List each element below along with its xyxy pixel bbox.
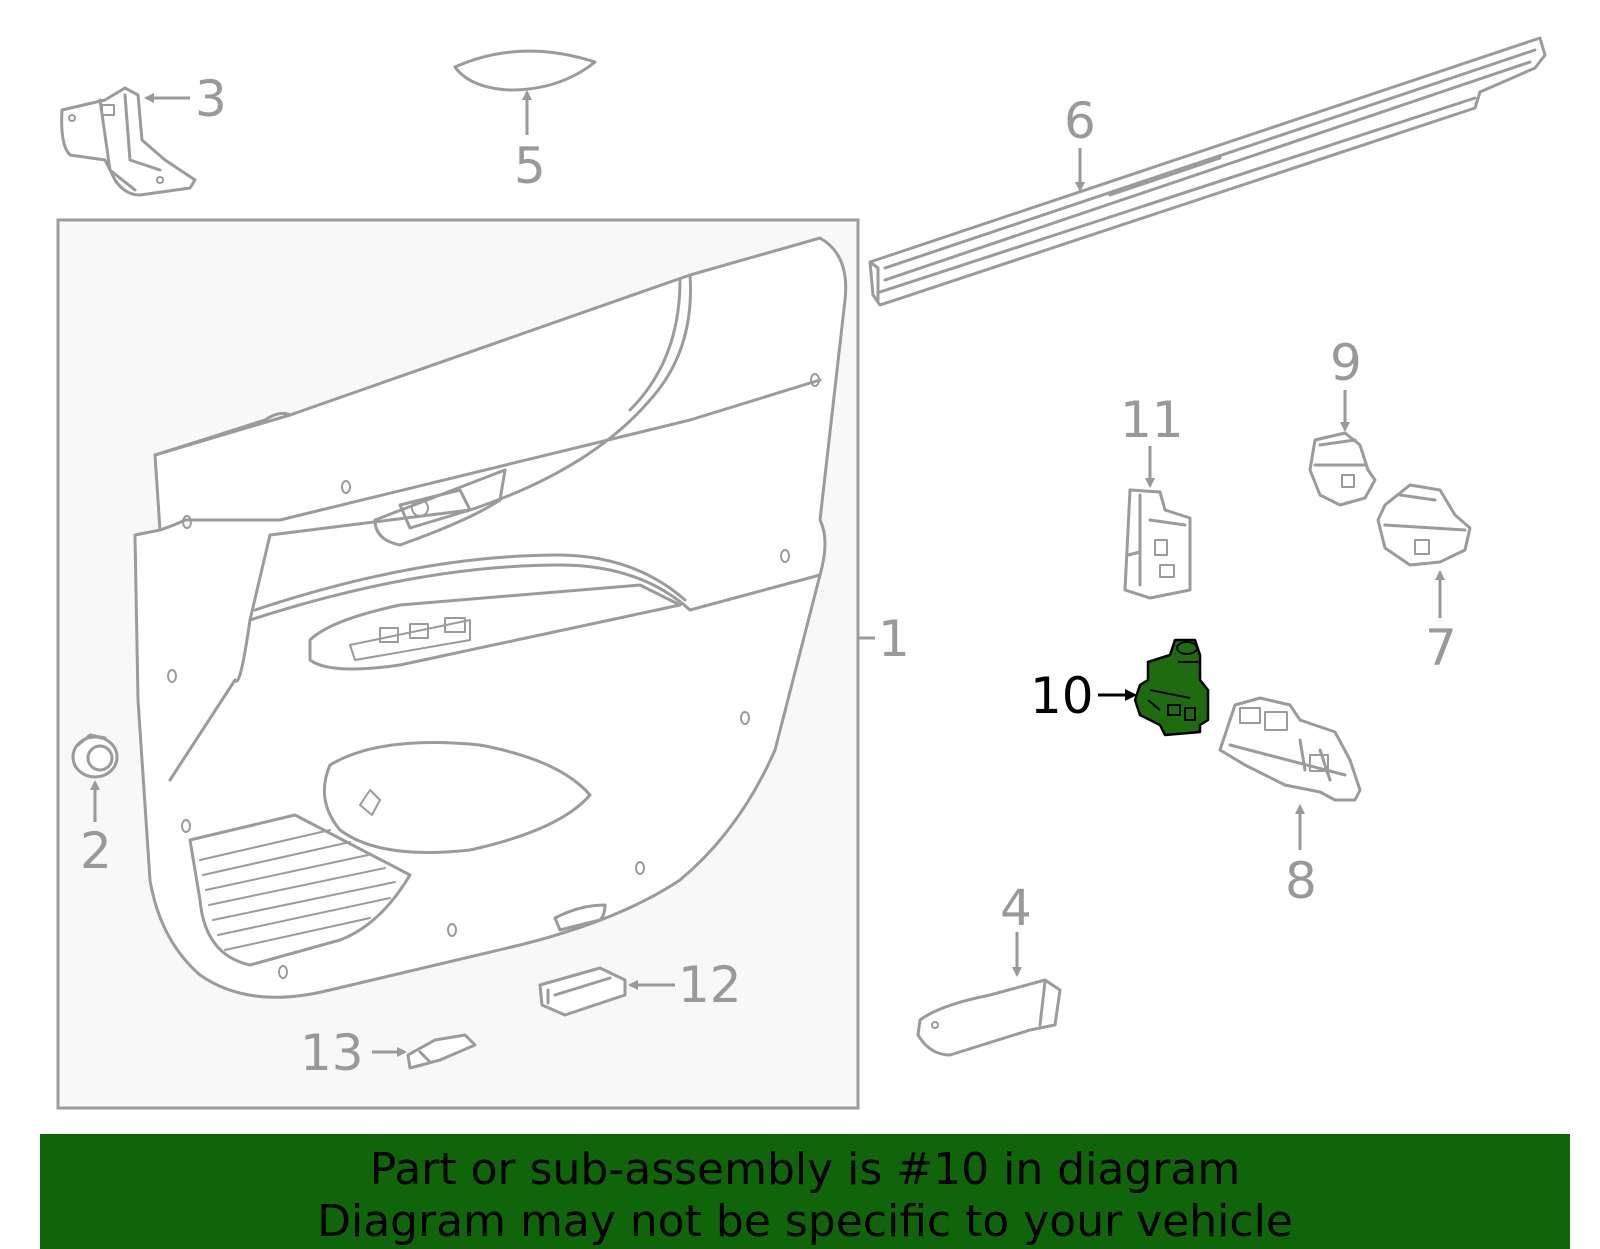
callout-labels: 3 5 6 1 2 11 9 7 8 4 12 13 10 <box>80 70 1457 1082</box>
callout-12: 12 <box>678 956 742 1014</box>
door-trim-panel-part-1 <box>133 236 848 999</box>
belt-molding-part-6 <box>868 36 1547 307</box>
window-switch-part-7 <box>1376 483 1472 567</box>
callout-7: 7 <box>1425 619 1457 677</box>
clip-part-2 <box>71 733 119 779</box>
callout-10[interactable]: 10 <box>1030 667 1094 725</box>
speaker-grille-lines <box>199 829 396 951</box>
trim-piece-part-4 <box>916 978 1062 1057</box>
door-trim-inset <box>56 218 860 1110</box>
bracket-part-3 <box>60 86 197 197</box>
master-switch-part-8 <box>1218 696 1362 802</box>
highlighted-part-10[interactable] <box>1133 638 1210 737</box>
callout-9: 9 <box>1330 334 1362 392</box>
callout-3: 3 <box>195 70 227 128</box>
info-banner: Part or sub-assembly is #10 in diagram D… <box>40 1134 1570 1249</box>
callout-11: 11 <box>1120 391 1184 449</box>
banner-line-2: Diagram may not be specific to your vehi… <box>317 1196 1293 1247</box>
clip-part-13 <box>406 1033 477 1070</box>
callout-4: 4 <box>1000 879 1032 937</box>
lamp-part-12 <box>538 966 627 1017</box>
pad-part-5 <box>453 49 597 92</box>
callout-2: 2 <box>80 822 112 880</box>
callout-1: 1 <box>878 610 910 668</box>
banner-line-1: Part or sub-assembly is #10 in diagram <box>369 1144 1241 1195</box>
callout-5: 5 <box>514 137 546 195</box>
callout-6: 6 <box>1064 92 1096 150</box>
callout-13: 13 <box>300 1024 364 1082</box>
callout-leaders <box>90 90 1445 1057</box>
switch-base-part-11 <box>1123 488 1192 600</box>
callout-8: 8 <box>1285 852 1317 910</box>
window-switch-part-9 <box>1308 431 1377 507</box>
